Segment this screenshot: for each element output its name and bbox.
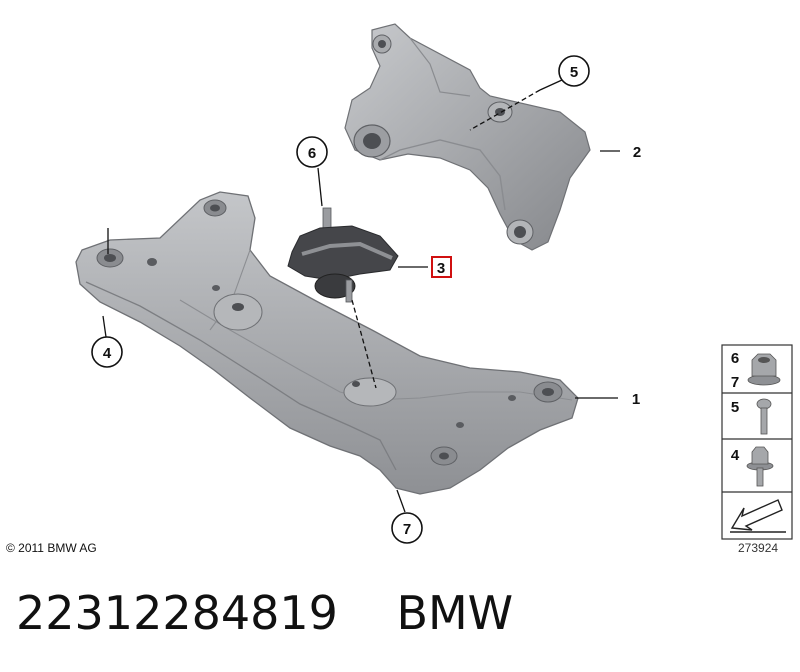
callout-2: 2 [633, 144, 641, 161]
callout-1-label: 1 [632, 391, 640, 408]
crossmember-part [75, 191, 579, 495]
callout-4-label: 4 [103, 345, 112, 362]
callout-2-label: 2 [633, 144, 641, 161]
flange-nut-icon [747, 353, 781, 386]
part-caption: 22312284819 BMW [16, 586, 513, 640]
transmission-bracket-part [344, 23, 591, 251]
part-number: 22312284819 [16, 586, 338, 640]
hw-nut-bottom-label: 7 [731, 374, 739, 391]
callout-7-label: 7 [403, 521, 411, 538]
hw-nut-top-label: 6 [731, 350, 739, 367]
flange-bolt-icon [746, 446, 774, 487]
highlight-box [431, 256, 452, 278]
hardware-panel: 6 7 5 4 [721, 344, 793, 540]
diagram-id: 273924 [738, 541, 779, 555]
torx-bolt-icon [756, 398, 772, 435]
leader-lines [102, 79, 620, 513]
brand-name: BMW [396, 586, 514, 640]
callout-5: 5 [558, 55, 590, 87]
callout-6: 6 [296, 136, 328, 168]
hw-bolt-label: 5 [731, 399, 739, 416]
hw-flange-bolt-label: 4 [731, 447, 740, 464]
callout-4: 4 [91, 336, 123, 368]
copyright-notice: © 2011 BMW AG [6, 541, 97, 555]
direction-arrow-icon [730, 499, 786, 533]
caption-gap [338, 586, 397, 640]
callout-5-label: 5 [570, 64, 578, 81]
callout-3-label: 3 [437, 260, 445, 277]
callout-3-highlighted: 3 [431, 256, 452, 278]
callout-6-label: 6 [308, 145, 316, 162]
callout-1: 1 [632, 391, 640, 408]
callout-7: 7 [391, 512, 423, 544]
transmission-mount-part [287, 207, 399, 303]
exploded-parts-diagram: 5 6 4 7 2 1 3 6 7 5 [75, 23, 793, 544]
